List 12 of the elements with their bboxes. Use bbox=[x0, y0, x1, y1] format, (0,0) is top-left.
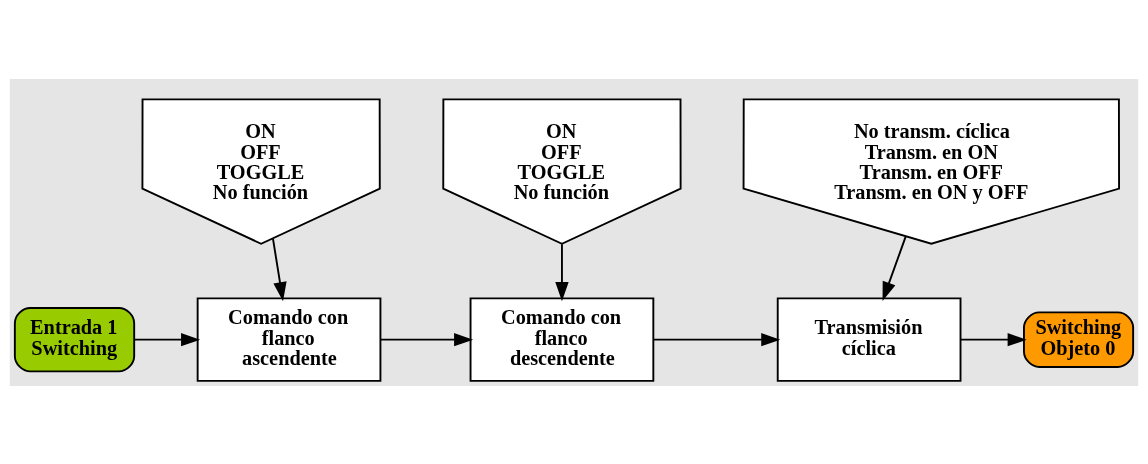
node-box: Switching Objeto 0 bbox=[1023, 310, 1135, 368]
arrow bbox=[133, 332, 201, 346]
arrow bbox=[652, 332, 781, 346]
arrow bbox=[959, 332, 1027, 346]
arrow bbox=[882, 235, 907, 301]
node-box: Transmisión cíclica bbox=[776, 296, 962, 382]
node-box: Comando con flanco descendente bbox=[469, 296, 655, 382]
arrow bbox=[379, 332, 474, 346]
arrow bbox=[272, 237, 287, 301]
node-box: Comando con flanco ascendente bbox=[196, 296, 382, 382]
arrow bbox=[555, 242, 569, 301]
node-box: Entrada 1 Switching bbox=[13, 306, 136, 372]
